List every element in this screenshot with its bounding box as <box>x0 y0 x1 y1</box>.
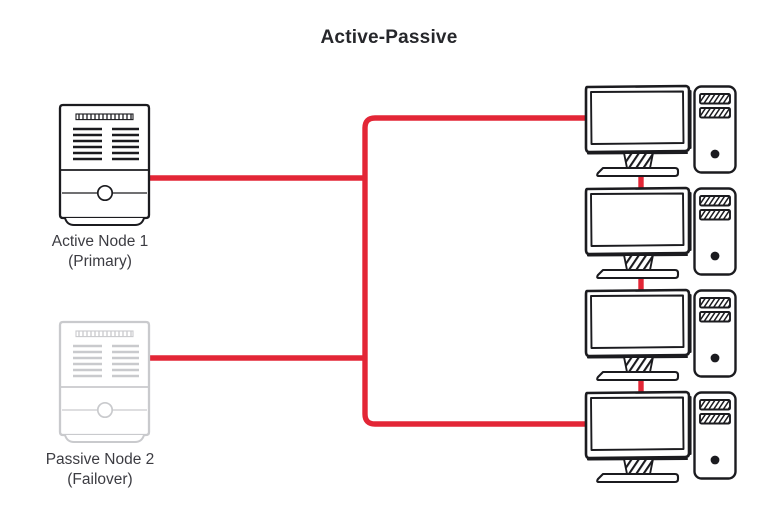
active-node-name: Active Node 1 <box>51 233 149 250</box>
computer-tower-icon <box>693 289 737 378</box>
client-group-1 <box>584 84 737 178</box>
server-tower-icon-passive <box>58 320 151 444</box>
client-group-2 <box>584 186 737 280</box>
client-group-4 <box>584 390 737 484</box>
desktop-monitor-icon <box>584 84 692 178</box>
passive-node-label: Passive Node 2 (Failover) <box>0 450 215 490</box>
active-node-role: (Primary) <box>68 253 132 270</box>
active-node-label: Active Node 1 (Primary) <box>0 232 215 272</box>
desktop-monitor-icon <box>584 390 692 484</box>
page-title: Active-Passive <box>320 27 458 48</box>
computer-tower-icon <box>693 391 737 480</box>
desktop-monitor-icon <box>584 288 692 382</box>
passive-node-name: Passive Node 2 <box>45 451 155 468</box>
desktop-monitor-icon <box>584 186 692 280</box>
passive-node-role: (Failover) <box>67 471 133 488</box>
client-group-3 <box>584 288 737 382</box>
computer-tower-icon <box>693 85 737 174</box>
computer-tower-icon <box>693 187 737 276</box>
server-tower-icon-active <box>58 103 151 227</box>
shared-network-bus <box>362 115 588 427</box>
